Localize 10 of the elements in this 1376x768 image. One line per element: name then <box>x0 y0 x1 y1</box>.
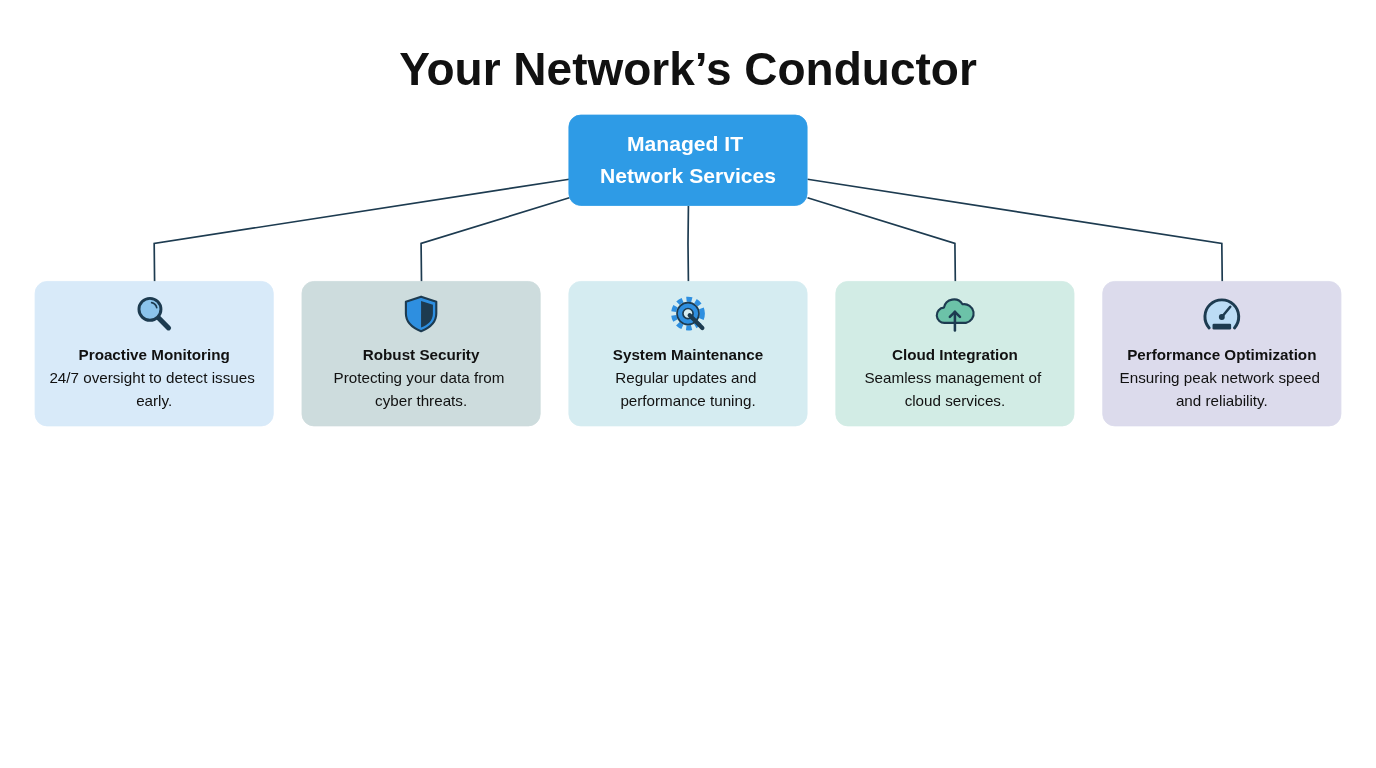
connector <box>806 196 957 283</box>
connector <box>806 178 1224 283</box>
node-box: Proactive Monitoring 24/7 oversight to detect issues early. <box>34 281 274 427</box>
node-box: Robust Security Protecting your data from cyber threats. <box>301 281 541 427</box>
title: Your Network’s Conductor <box>399 42 977 96</box>
node-box: Performance Optimization Ensuring peak network speed and reliability. <box>1102 281 1342 427</box>
node-box: Cloud Integration Seamless management of cloud services. <box>835 281 1075 427</box>
connector <box>687 205 690 283</box>
node-box: System Maintenance Regular updates and performance tuning. <box>568 281 808 427</box>
node-box: Managed IT Network Services <box>568 114 808 206</box>
